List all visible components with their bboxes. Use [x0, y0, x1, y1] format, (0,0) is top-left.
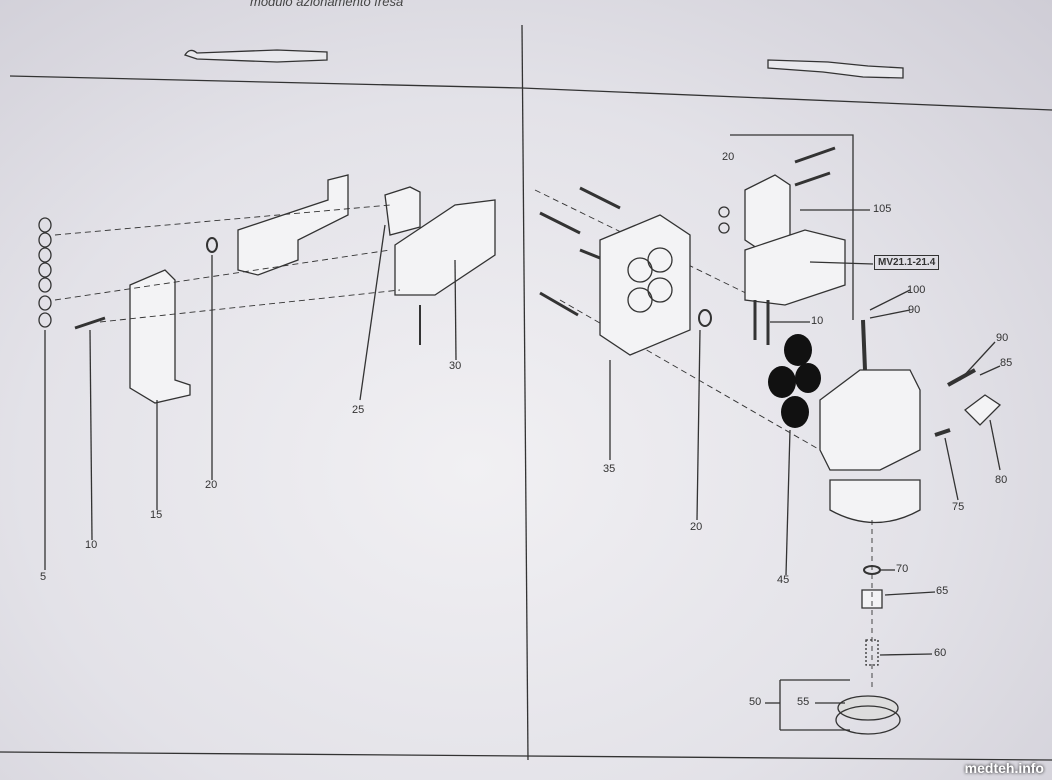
adapter-25 — [384, 186, 421, 236]
label-35: 35 — [603, 463, 616, 475]
oring-20-right — [698, 309, 712, 327]
label-20-top: 20 — [722, 151, 735, 163]
label-80: 80 — [995, 474, 1008, 486]
plate-35 — [599, 214, 691, 356]
watermark: medteh.info — [964, 760, 1044, 776]
coil-30 — [394, 199, 496, 296]
label-90-top: 90 — [908, 304, 921, 316]
label-65: 65 — [936, 585, 949, 597]
valve-body — [237, 174, 349, 276]
membranes-45 — [768, 334, 821, 428]
oring-stack-5 — [38, 217, 52, 570]
valve-block — [819, 369, 921, 471]
label-75: 75 — [952, 501, 965, 513]
label-100: 100 — [907, 284, 926, 296]
label-15: 15 — [150, 509, 163, 521]
divider-right — [521, 87, 1052, 111]
label-45: 45 — [777, 574, 790, 586]
divider-left — [9, 75, 523, 89]
handpiece-icon-right — [767, 59, 904, 79]
label-5: 5 — [40, 571, 47, 583]
diagram-heading: modulo azionamento fresa — [250, 0, 404, 9]
solenoid-valve — [744, 229, 846, 306]
divider-vertical — [521, 24, 529, 761]
label-90-right: 90 — [996, 332, 1009, 344]
label-60: 60 — [934, 647, 947, 659]
label-50: 50 — [749, 696, 762, 708]
label-25: 25 — [352, 404, 365, 416]
label-mv21: MV21.1-21.4 — [874, 255, 940, 270]
label-10: 10 — [85, 539, 98, 551]
label-10-right: 10 — [811, 315, 824, 327]
oring-20 — [206, 237, 218, 253]
label-20: 20 — [205, 479, 218, 491]
label-20-right: 20 — [690, 521, 703, 533]
label-55: 55 — [797, 696, 810, 708]
bracket-15 — [129, 269, 191, 404]
handpiece-icon-left — [184, 49, 328, 63]
label-85: 85 — [1000, 357, 1013, 369]
label-70: 70 — [896, 563, 909, 575]
label-30: 30 — [449, 360, 462, 372]
label-105: 105 — [873, 203, 892, 215]
screw-10 — [74, 316, 106, 330]
